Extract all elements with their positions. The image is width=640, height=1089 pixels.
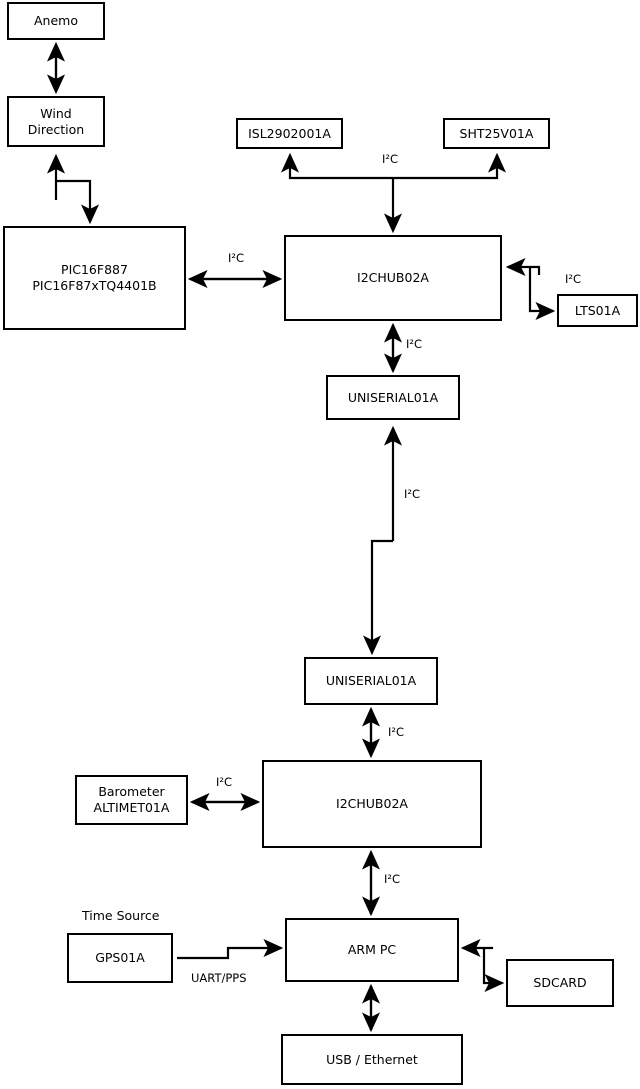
- node-anemo-label: Anemo: [34, 13, 78, 29]
- wire-bus-sht: [393, 152, 507, 180]
- edge-label-i2c-hub2-armpc: I²C: [384, 872, 401, 886]
- wire-lts-hub-left: [505, 257, 541, 277]
- node-gps01a[interactable]: GPS01A: [67, 933, 173, 983]
- edge-label-i2c-pic-hub: I²C: [228, 251, 245, 265]
- node-wind-direction[interactable]: Wind Direction: [7, 96, 105, 147]
- node-pic-microcontroller-label: PIC16F887 PIC16F87xTQ4401B: [32, 262, 157, 293]
- node-sdcard-label: SDCARD: [533, 975, 587, 991]
- node-i2chub02a-bottom-label: I2CHUB02A: [336, 796, 408, 812]
- node-uniserial01a-bottom[interactable]: UNISERIAL01A: [304, 657, 438, 705]
- node-arm-pc-label: ARM PC: [347, 942, 397, 958]
- node-i2chub02a-top[interactable]: I2CHUB02A: [284, 235, 502, 321]
- node-usb-ethernet-label: USB / Ethernet: [326, 1051, 418, 1067]
- edge-label-i2c-uniserial-link: I²C: [404, 487, 421, 501]
- node-sht25v01a-label: SHT25V01A: [459, 125, 534, 141]
- node-isl2902001a[interactable]: ISL2902001A: [236, 118, 343, 149]
- wire-arm-sdcard-right: [482, 948, 505, 993]
- edge-label-i2c-hub-lts: I²C: [565, 272, 582, 286]
- node-isl2902001a-label: ISL2902001A: [248, 125, 331, 141]
- node-usb-ethernet[interactable]: USB / Ethernet: [281, 1034, 463, 1085]
- node-barometer-altimet01a[interactable]: Barometer ALTIMET01A: [75, 775, 188, 825]
- wire-hub-lts-right: [528, 267, 556, 321]
- edge-label-uart-pps: UART/PPS: [191, 971, 247, 985]
- node-wind-direction-label: Wind Direction: [27, 105, 85, 137]
- node-anemo[interactable]: Anemo: [7, 2, 105, 40]
- node-sht25v01a[interactable]: SHT25V01A: [443, 118, 550, 149]
- edge-label-i2c-barometer-hub2: I²C: [216, 775, 233, 789]
- node-barometer-altimet01a-label: Barometer ALTIMET01A: [93, 784, 170, 815]
- label-time-source: Time Source: [82, 908, 160, 923]
- edge-label-i2c-sensor-bus: I²C: [382, 152, 399, 166]
- wire-winddir-pic-down: [56, 179, 100, 225]
- edge-label-i2c-uniserial-hub2: I²C: [388, 725, 405, 739]
- wire-uniser-uniser-down: [362, 539, 393, 656]
- node-pic-microcontroller[interactable]: PIC16F887 PIC16F87xTQ4401B: [3, 226, 186, 330]
- wire-sdcard-arm-left: [460, 938, 494, 958]
- wire-gps-arm: [177, 938, 284, 960]
- node-uniserial01a-top[interactable]: UNISERIAL01A: [326, 375, 460, 420]
- wire-bus-isl: [280, 152, 393, 180]
- node-uniserial01a-bottom-label: UNISERIAL01A: [325, 673, 417, 689]
- node-lts01a[interactable]: LTS01A: [557, 294, 638, 327]
- node-lts01a-label: LTS01A: [574, 302, 621, 318]
- node-arm-pc[interactable]: ARM PC: [285, 918, 459, 982]
- node-i2chub02a-bottom[interactable]: I2CHUB02A: [262, 760, 482, 848]
- edge-label-i2c-hub-uniserial: I²C: [406, 337, 423, 351]
- node-gps01a-label: GPS01A: [95, 950, 145, 966]
- node-uniserial01a-top-label: UNISERIAL01A: [347, 389, 439, 405]
- node-i2chub02a-top-label: I2CHUB02A: [357, 270, 429, 286]
- node-sdcard[interactable]: SDCARD: [506, 959, 614, 1007]
